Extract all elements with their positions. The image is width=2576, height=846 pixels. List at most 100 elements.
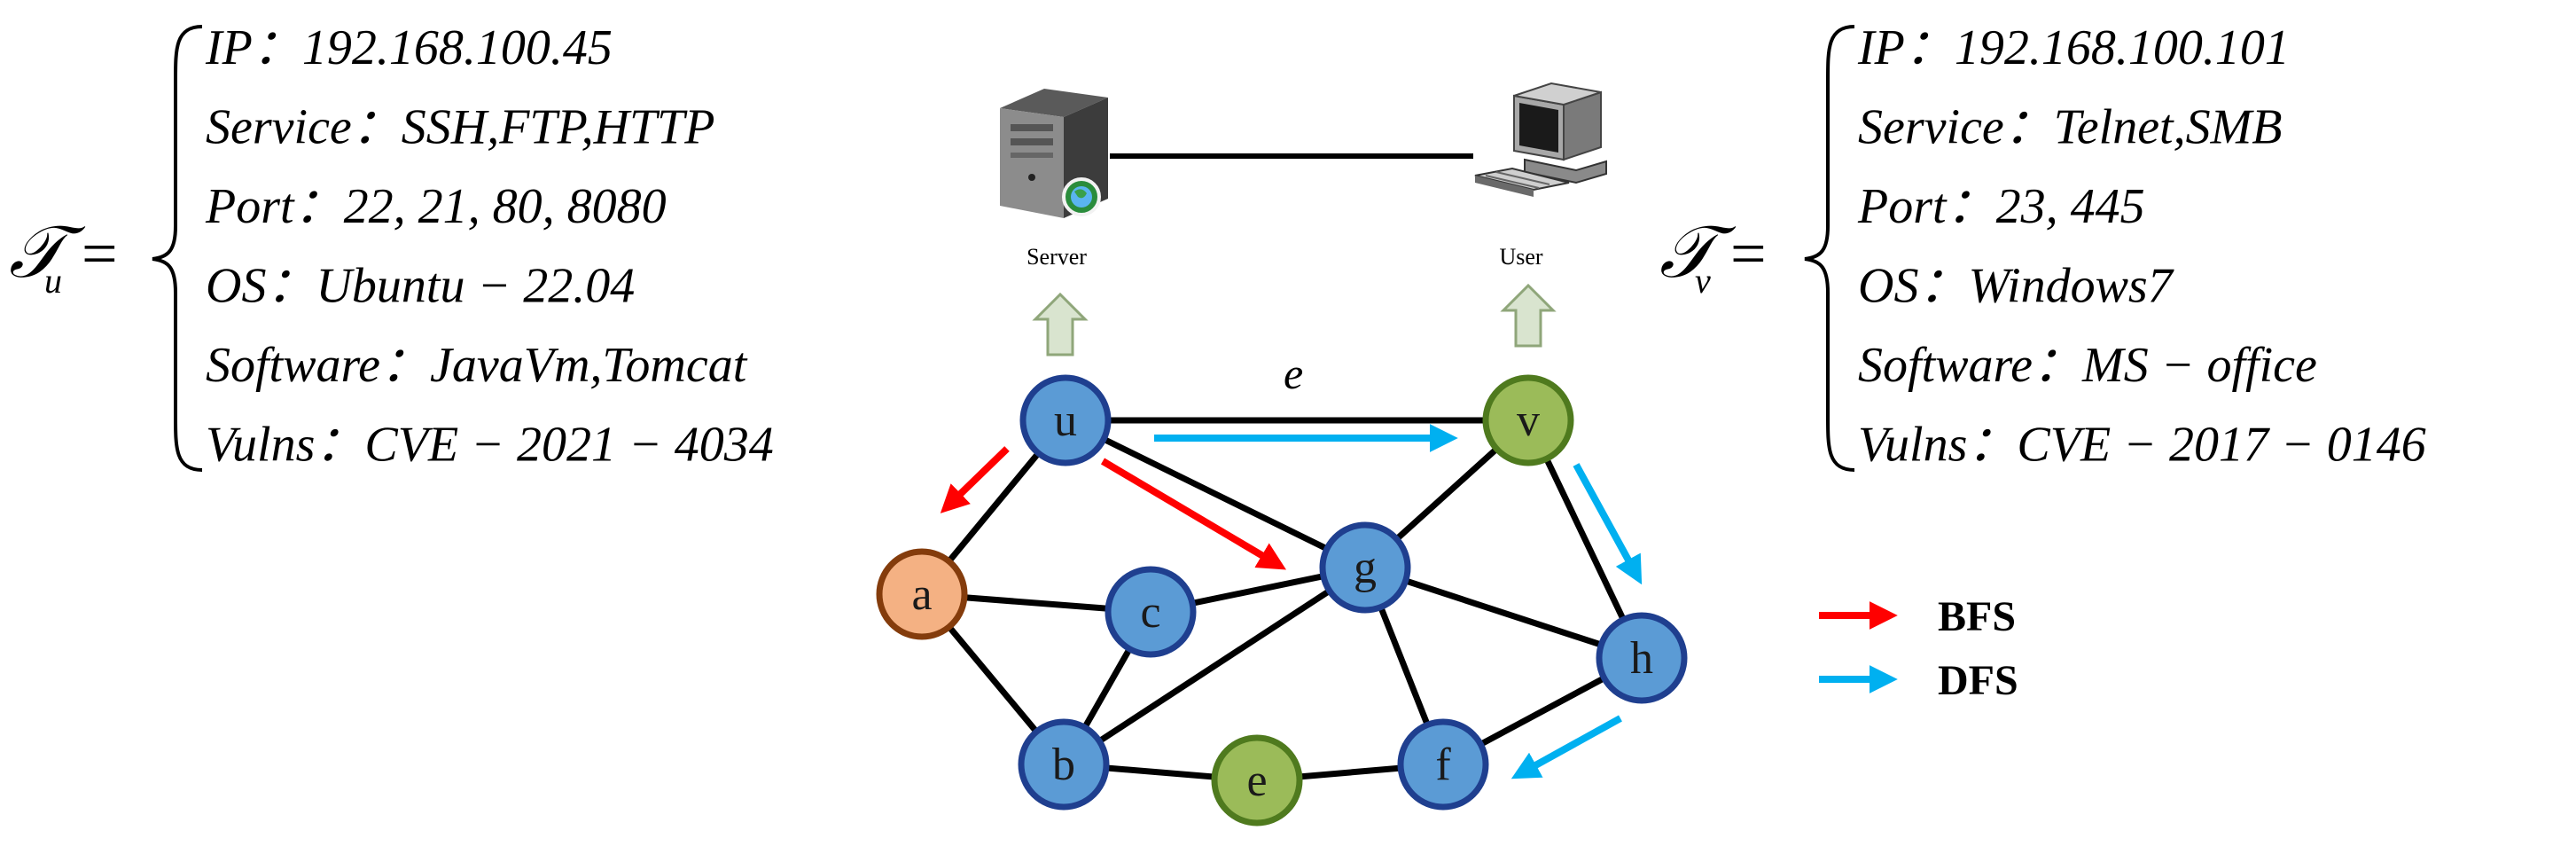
graph-node-circle [1482, 374, 1574, 466]
legend-item-bfs: BFS [1819, 593, 2016, 640]
graph-node-circle [1018, 718, 1110, 811]
dfs-arrow-h-f [1510, 715, 1622, 779]
left-info-line-service: Service：SSH,FTP,HTTP [206, 100, 715, 155]
graph-edge-g-h [1363, 564, 1643, 662]
graph-node-b: b [1018, 718, 1110, 811]
right-info-subscript: v [1695, 261, 1711, 301]
right-info-line-os: OS：Windows7 [1858, 259, 2174, 314]
right-info-sep: ： [1918, 259, 1968, 314]
right-info-value: Windows7 [1968, 259, 2174, 314]
right-info-line-vulns: Vulns：CVE − 2017 − 0146 [1858, 418, 2426, 473]
left-info-brace [152, 25, 203, 472]
legend-label: DFS [1938, 657, 2018, 704]
user-computer-icon [1474, 82, 1607, 197]
graph-node-label: b [1052, 740, 1075, 790]
right-info-value: MS − office [2081, 338, 2317, 393]
right-info-key: Port [1857, 179, 1948, 234]
graph-node-label: e [1246, 756, 1267, 806]
graph-node-label: u [1054, 396, 1077, 446]
graph-node-circle [1596, 612, 1688, 704]
graph-node-label: f [1435, 740, 1451, 790]
left-info-sep: ： [380, 338, 430, 393]
right-info-line-ip: IP：192.168.100.101 [1857, 20, 2290, 75]
graph-node-label: a [911, 569, 932, 620]
legend-item-dfs: DFS [1819, 657, 2018, 704]
graph-node-f: f [1397, 718, 1489, 811]
right-info-value: 23, 445 [1996, 179, 2145, 234]
graph-nodes: u v a c g h b e f [876, 374, 1688, 826]
graph-node-v: v [1482, 374, 1574, 466]
right-info-line-software: Software：MS − office [1858, 338, 2317, 393]
left-info-sep: ： [315, 418, 364, 473]
left-info-line-software: Software：JavaVm,Tomcat [206, 338, 748, 393]
left-info-key: Port [205, 179, 295, 234]
right-info-value: 192.168.100.101 [1955, 20, 2290, 75]
left-info-value: JavaVm,Tomcat [430, 338, 748, 393]
right-info-key: OS [1858, 259, 1918, 314]
left-info-equals: = [82, 218, 118, 289]
right-info-sep: ： [1967, 418, 2017, 473]
bfs-arrow-u-g [1100, 458, 1287, 570]
legend: BFS DFS [1819, 593, 2018, 704]
left-info-line-ip: IP：192.168.100.45 [205, 20, 613, 75]
left-info-value: SSH,FTP,HTTP [402, 100, 715, 155]
server-label: Server [1026, 244, 1087, 270]
left-info-sep: ： [266, 259, 316, 314]
right-info-line-port: Port：23, 445 [1857, 179, 2145, 234]
graph-node-circle [1211, 734, 1303, 826]
left-info-sep: ： [253, 20, 302, 75]
server-up-arrow-icon [1032, 292, 1089, 356]
legend-label: BFS [1938, 593, 2016, 640]
graph-node-h: h [1596, 612, 1688, 704]
graph-edge-u-g [1064, 417, 1367, 571]
edge-label-e: e [1284, 349, 1303, 398]
right-info-value: Telnet,SMB [2054, 100, 2283, 155]
graph-node-circle [1019, 374, 1112, 466]
left-info-block: 𝒯 u = IP：192.168.100.45Service：SSH,FTP,H… [9, 20, 774, 473]
right-info-sep: ： [1947, 179, 1996, 234]
right-info-key: Software [1858, 338, 2033, 393]
right-info-line-service: Service：Telnet,SMB [1858, 100, 2282, 155]
left-info-value: CVE − 2021 − 4034 [364, 418, 773, 473]
left-info-key: OS [206, 259, 266, 314]
left-info-key: Vulns [206, 418, 315, 473]
right-info-key: Vulns [1858, 418, 1967, 473]
graph-node-label: h [1630, 633, 1653, 684]
right-info-brace [1804, 25, 1855, 472]
left-info-line-vulns: Vulns：CVE − 2021 − 4034 [206, 418, 774, 473]
right-info-block: 𝒯 v = IP：192.168.100.101Service：Telnet,S… [1659, 20, 2426, 473]
right-info-sep: ： [1905, 20, 1955, 75]
graph-node-u: u [1019, 374, 1112, 466]
graph-node-circle [1397, 718, 1489, 811]
graph-node-c: c [1105, 566, 1197, 658]
server-icon [1000, 89, 1108, 218]
left-info-value: 22, 21, 80, 8080 [344, 179, 667, 234]
graph-edge-g-b [1062, 565, 1367, 767]
graph-node-circle [1319, 521, 1411, 614]
left-info-key: IP [205, 20, 253, 75]
graph-node-label: c [1140, 587, 1160, 638]
graph-node-e: e [1211, 734, 1303, 826]
left-info-value: 192.168.100.45 [302, 20, 613, 75]
graph-node-label: v [1517, 396, 1540, 446]
right-info-sep: ： [2033, 338, 2082, 393]
left-info-sep: ： [294, 179, 344, 234]
graph-node-a: a [876, 548, 968, 640]
left-info-key: Software [206, 338, 380, 393]
graph-node-g: g [1319, 521, 1411, 614]
left-info-sep: ： [352, 100, 402, 155]
left-info-line-port: Port：22, 21, 80, 8080 [205, 179, 667, 234]
left-info-value: Ubuntu − 22.04 [316, 259, 635, 314]
user-up-arrow-icon [1500, 283, 1557, 348]
graph-edges [919, 417, 1645, 784]
user-label: User [1499, 244, 1542, 270]
left-info-subscript: u [44, 261, 62, 301]
dfs-arrow-v-h [1573, 463, 1643, 585]
right-info-value: CVE − 2017 − 0146 [2017, 418, 2425, 473]
right-info-sep: ： [2004, 100, 2054, 155]
graph-node-label: g [1354, 543, 1377, 593]
left-info-lines: IP：192.168.100.45Service：SSH,FTP,HTTPPor… [205, 20, 774, 473]
right-info-equals: = [1730, 218, 1767, 289]
